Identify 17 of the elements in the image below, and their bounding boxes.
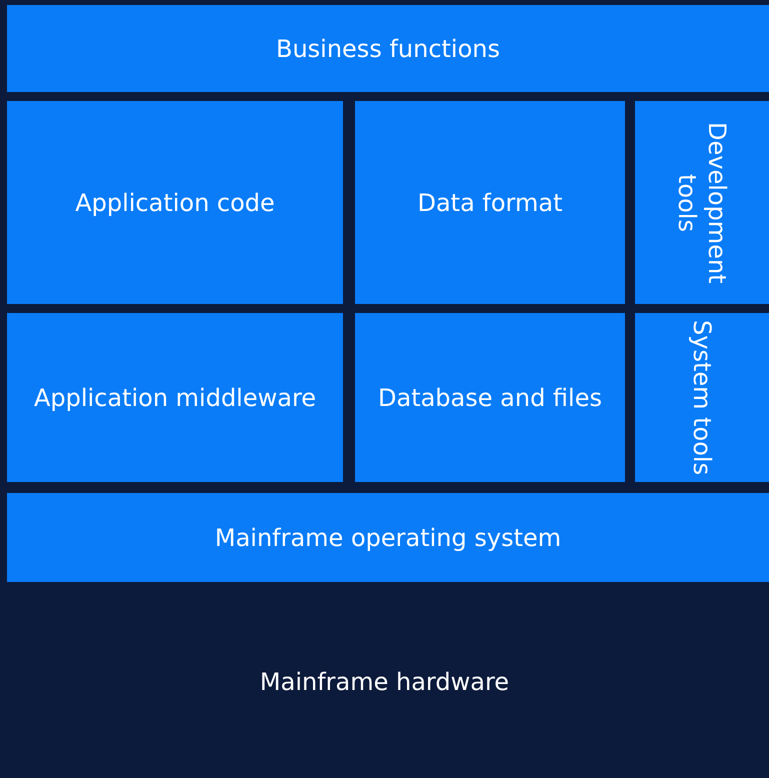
layer-label: Application code [75,188,275,216]
layer-label: Mainframe operating system [214,524,562,552]
layer-block [635,313,769,482]
layer-label: Data format [417,188,562,216]
layer-band [7,5,769,92]
layer-block [355,313,625,482]
layer-band [7,493,769,582]
layer-label: Application middleware [34,384,316,412]
layer-label: Business functions [276,34,500,62]
layer-block [355,101,625,304]
layer-label: Database and files [378,384,602,412]
layer-block [635,101,769,304]
layer-block [7,313,343,482]
layer-label: Mainframe hardware [260,668,510,696]
layer-label: System tools [687,320,717,476]
layer-label: Development tools [672,120,732,286]
layer-block [7,101,343,304]
